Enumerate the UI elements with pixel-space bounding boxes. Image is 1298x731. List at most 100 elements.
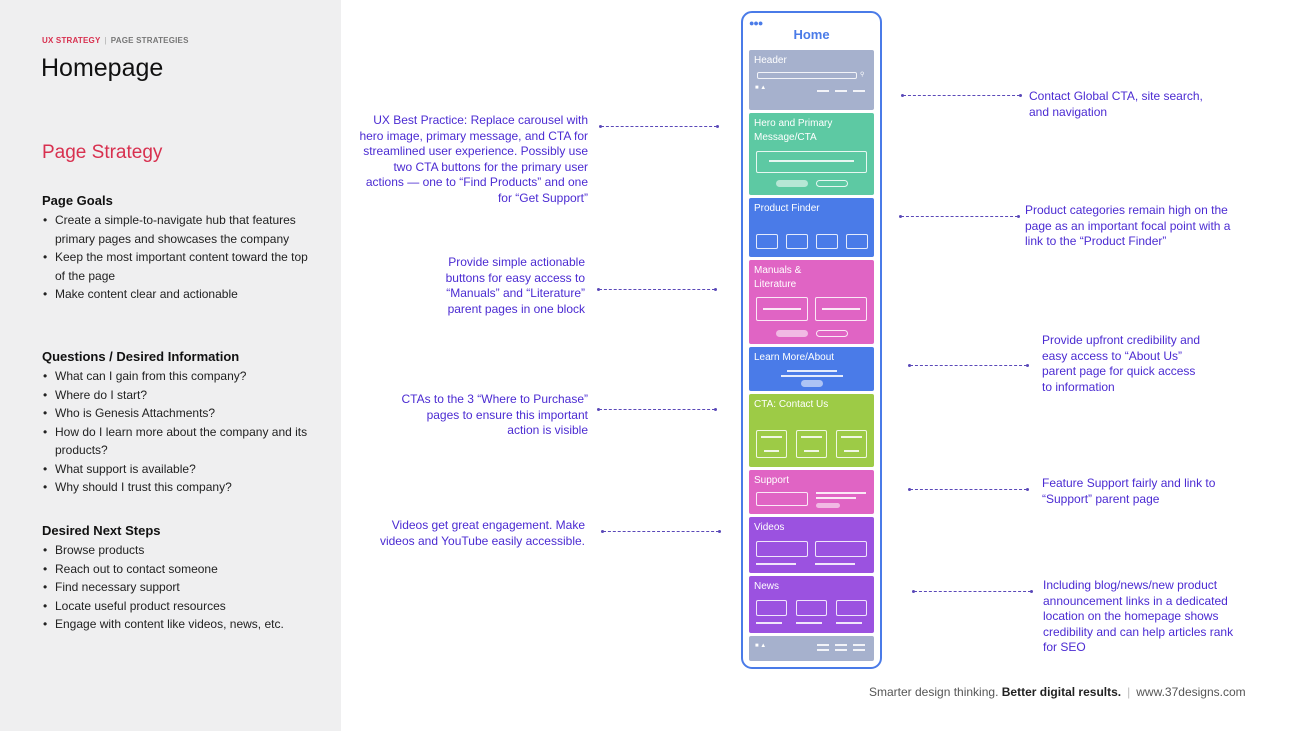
about-text-line bbox=[781, 375, 843, 377]
list-item: Why should I trust this company? bbox=[42, 478, 312, 497]
nav-line bbox=[835, 90, 847, 92]
block-label: Hero and Primary Message/CTA bbox=[754, 118, 833, 143]
next-steps-heading: Desired Next Steps bbox=[42, 523, 161, 538]
page-footer: Smarter design thinking. Better digital … bbox=[869, 685, 1246, 699]
breadcrumb-page: PAGE STRATEGIES bbox=[110, 36, 189, 45]
list-item: Where do I start? bbox=[42, 386, 312, 405]
questions-list: What can I gain from this company? Where… bbox=[42, 367, 312, 497]
footer-line bbox=[817, 644, 829, 646]
list-item: Reach out to contact someone bbox=[42, 560, 312, 579]
news-thumb-shape bbox=[756, 600, 787, 616]
footer-tagline-bold: Better digital results. bbox=[1001, 685, 1122, 699]
wireframe-contact-block: CTA: Contact Us bbox=[749, 394, 874, 467]
page-goals-heading: Page Goals bbox=[42, 193, 113, 208]
cta-button-outline-shape bbox=[816, 180, 848, 187]
video-thumb-shape bbox=[815, 541, 867, 557]
list-item: Locate useful product resources bbox=[42, 597, 312, 616]
logo-mark-icon: ■ ▲ bbox=[755, 85, 767, 91]
annotation-contact: CTAs to the 3 “Where to Purchase” pages … bbox=[401, 392, 588, 437]
block-label: Manuals & Literature bbox=[754, 265, 802, 290]
list-item: How do I learn more about the company an… bbox=[42, 423, 312, 460]
page-title: Homepage bbox=[41, 54, 164, 82]
annotation-news: Including blog/news/new product announce… bbox=[1043, 578, 1234, 654]
annotation-videos: Videos get great engagement. Make videos… bbox=[379, 518, 585, 548]
connector-hero bbox=[599, 125, 719, 128]
card-text-line bbox=[761, 436, 782, 438]
wireframe-hero-block: Hero and Primary Message/CTA bbox=[749, 113, 874, 195]
wireframe-manuals-block: Manuals & Literature bbox=[749, 260, 874, 344]
footer-line bbox=[853, 644, 865, 646]
wireframe-learn-more-block: Learn More/About bbox=[749, 347, 874, 391]
connector-manuals bbox=[597, 288, 717, 291]
wireframe-videos-block: Videos bbox=[749, 517, 874, 573]
card-text-line bbox=[844, 450, 859, 452]
support-card-shape bbox=[756, 492, 808, 506]
card-text-line bbox=[801, 436, 822, 438]
category-tile-shape bbox=[816, 234, 838, 249]
list-item: Browse products bbox=[42, 541, 312, 560]
wireframe-footer-block: ■ ▲ bbox=[749, 636, 874, 661]
logo-mark-icon: ■ ▲ bbox=[755, 643, 767, 649]
list-item: Make content clear and actionable bbox=[42, 285, 312, 304]
annotation-product-finder: Product categories remain high on the pa… bbox=[1025, 203, 1231, 248]
page-goals-list: Create a simple-to-navigate hub that fea… bbox=[42, 211, 312, 304]
support-text-line bbox=[816, 492, 866, 494]
card-text-line bbox=[764, 450, 779, 452]
block-label: Product Finder bbox=[754, 203, 820, 214]
connector-contact bbox=[597, 408, 717, 411]
footer-line bbox=[835, 649, 847, 651]
nav-line bbox=[817, 90, 829, 92]
wireframe-header-block: Header ⚲ ■ ▲ bbox=[749, 50, 874, 110]
connector-videos bbox=[601, 530, 721, 533]
annotation-manuals: Provide simple actionable buttons for ea… bbox=[445, 255, 585, 316]
purchase-card-shape bbox=[796, 430, 827, 458]
cta-button-shape bbox=[801, 380, 823, 387]
video-title-line bbox=[756, 563, 796, 565]
hero-text-line bbox=[769, 160, 854, 162]
breadcrumb-section[interactable]: UX STRATEGY bbox=[42, 36, 101, 45]
video-thumb-shape bbox=[756, 541, 808, 557]
block-label: Learn More/About bbox=[754, 352, 835, 363]
page-goals-section: Page Goals Create a simple-to-navigate h… bbox=[42, 193, 312, 304]
block-label: Videos bbox=[754, 522, 785, 533]
nav-line bbox=[853, 90, 865, 92]
list-item: Find necessary support bbox=[42, 578, 312, 597]
category-tile-shape bbox=[756, 234, 778, 249]
homepage-wireframe: ●●● Home Header ⚲ ■ ▲ Hero and Primary M… bbox=[741, 11, 882, 669]
literature-card-shape bbox=[815, 297, 867, 321]
wireframe-product-finder-block: Product Finder bbox=[749, 198, 874, 257]
connector-product-finder bbox=[899, 215, 1020, 218]
news-thumb-shape bbox=[836, 600, 867, 616]
news-title-line bbox=[796, 622, 822, 624]
list-item: Who is Genesis Attachments? bbox=[42, 404, 312, 423]
cta-button-shape bbox=[776, 180, 808, 187]
annotation-header: Contact Global CTA, site search, and nav… bbox=[1029, 89, 1203, 119]
category-tile-shape bbox=[846, 234, 868, 249]
about-text-line bbox=[787, 370, 837, 372]
footer-tagline: Smarter design thinking. bbox=[869, 685, 999, 699]
card-text-line bbox=[841, 436, 862, 438]
three-dots-icon: ●●● bbox=[749, 18, 763, 28]
breadcrumb-separator: | bbox=[104, 36, 107, 45]
connector-learn-more bbox=[908, 364, 1029, 367]
list-item: What support is available? bbox=[42, 460, 312, 479]
footer-line bbox=[853, 649, 865, 651]
footer-url-link[interactable]: www.37designs.com bbox=[1136, 685, 1246, 699]
next-steps-section: Desired Next Steps Browse products Reach… bbox=[42, 523, 312, 634]
news-title-line bbox=[836, 622, 862, 624]
card-text-line bbox=[804, 450, 819, 452]
questions-heading: Questions / Desired Information bbox=[42, 349, 240, 364]
questions-section: Questions / Desired Information What can… bbox=[42, 349, 312, 497]
strategy-heading: Page Strategy bbox=[42, 142, 163, 163]
annotation-hero: UX Best Practice: Replace carousel with … bbox=[359, 113, 588, 205]
connector-header bbox=[901, 94, 1022, 97]
card-text-line bbox=[763, 308, 801, 310]
annotation-learn-more: Provide upfront credibility and easy acc… bbox=[1042, 333, 1201, 394]
video-title-line bbox=[815, 563, 855, 565]
search-icon: ⚲ bbox=[860, 72, 865, 78]
footer-divider: | bbox=[1127, 685, 1131, 699]
wireframe-title: Home bbox=[793, 27, 830, 42]
breadcrumb: UX STRATEGY|PAGE STRATEGIES bbox=[42, 36, 189, 45]
block-label: CTA: Contact Us bbox=[754, 399, 829, 410]
footer-line bbox=[835, 644, 847, 646]
